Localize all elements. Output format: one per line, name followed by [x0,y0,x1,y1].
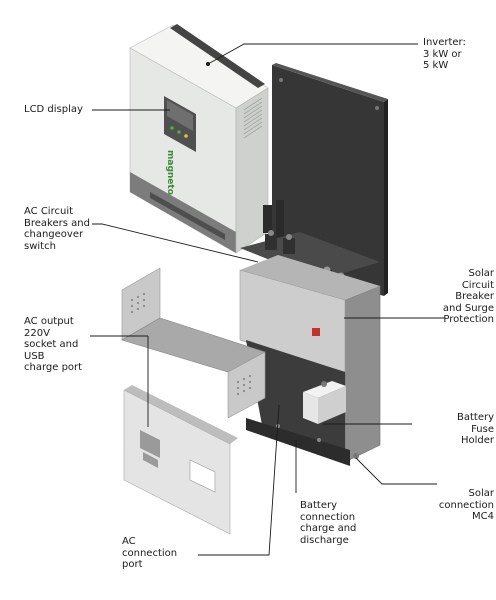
label-ac-circuit-breakers: AC Circuit Breakers and changeover switc… [24,206,90,252]
label-ac-connection-port: AC connection port [122,536,178,570]
brand-logo-text: magneto [165,150,175,195]
leader-lines [90,43,445,556]
usb-port [143,452,158,468]
inverter-unit: magneto [129,24,272,254]
label-battery-fuse-holder: Battery Fuse Holder [456,412,494,446]
label-ac-output: AC output 220V socket and USB charge por… [24,316,83,373]
metal-shield [121,267,266,419]
leader-ac-connection [198,404,280,556]
label-inverter: Inverter: 3 kW or 5 kW [423,37,466,71]
leader-inverter [207,43,418,65]
label-solar-breaker: Solar Circuit Breaker and Surge Protecti… [442,268,494,325]
battery-fuse-holder [303,381,346,424]
label-solar-connection: Solar connection MC4 [438,488,494,522]
label-lcd-display: LCD display [24,104,83,115]
indicator-red [312,328,320,336]
front-cover-plate [123,385,238,535]
leader-solar-connection [355,457,437,485]
label-battery-connection: Battery connection charge and discharge [300,500,357,546]
ac-socket [140,430,160,458]
lcd-display [164,96,196,152]
brand-logo: magneto [165,150,175,195]
lower-chassis [239,255,381,466]
leader-ac-breakers [92,223,259,263]
